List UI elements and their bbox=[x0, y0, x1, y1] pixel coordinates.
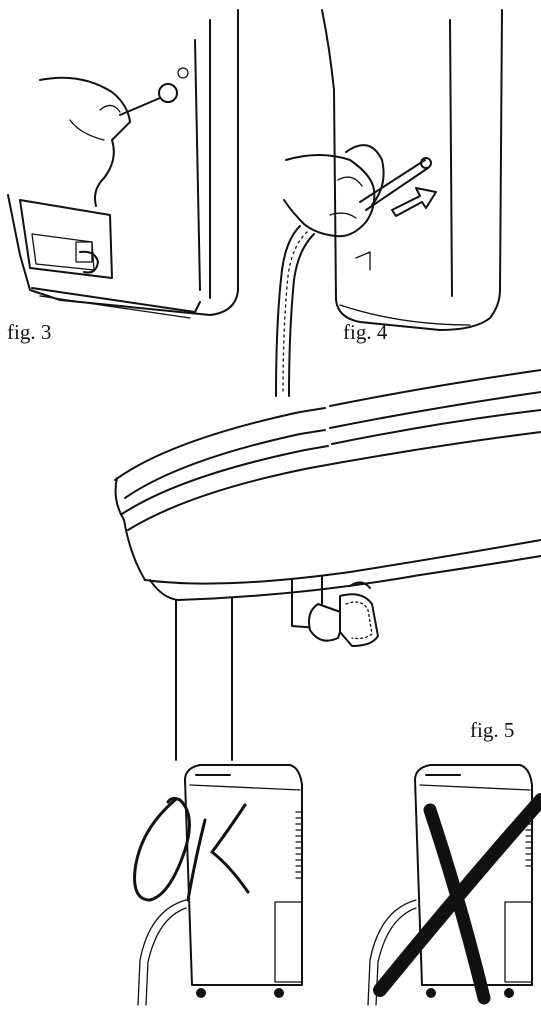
fig5-caption: fig. 5 bbox=[470, 718, 515, 742]
fig6-right-unit bbox=[367, 764, 541, 1006]
fig3-illustration bbox=[7, 9, 239, 319]
fig3-caption: fig. 3 bbox=[7, 320, 52, 344]
fig4-caption: fig. 4 bbox=[343, 320, 388, 344]
fig6-left-unit bbox=[133, 764, 303, 1006]
fig5-illustration bbox=[114, 369, 541, 761]
fig4-illustration bbox=[275, 9, 503, 397]
